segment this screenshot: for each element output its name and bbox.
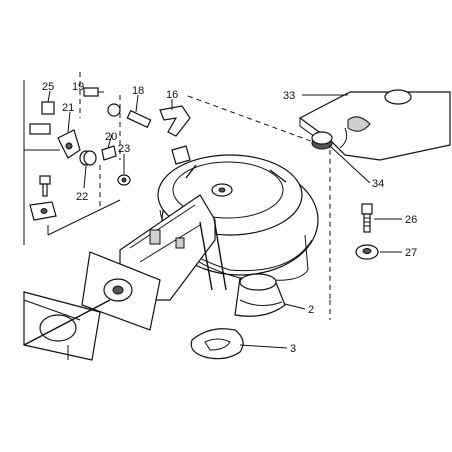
bolt-26	[361, 203, 373, 233]
callout-19: 19	[72, 81, 84, 93]
callout-27: 27	[405, 247, 417, 259]
callout-3: 3	[290, 343, 296, 355]
gasket-3	[190, 328, 244, 360]
pull-handle	[23, 291, 111, 361]
callout-2: 2	[308, 304, 314, 316]
grommet-34	[311, 131, 333, 150]
cover-panel-33	[298, 89, 451, 161]
assembly-guide-lines	[79, 72, 331, 320]
left-frame-lines	[23, 80, 121, 245]
handle-plate	[81, 251, 161, 331]
small-parts-cluster	[29, 87, 191, 221]
callout-34: 34	[372, 178, 384, 190]
callout-26: 26	[405, 214, 417, 226]
callout-25: 25	[42, 81, 54, 93]
callout-16: 16	[166, 89, 178, 101]
leader-lines	[47, 90, 402, 349]
callout-21: 21	[62, 102, 74, 114]
callout-18: 18	[132, 85, 144, 97]
pulley-cone-2	[234, 273, 286, 317]
callout-labels: 25 19 21 18 16 20 22 23 33 34 26 27 2 3	[42, 81, 417, 355]
callout-22: 22	[76, 191, 88, 203]
washer-27	[355, 244, 379, 260]
callout-23: 23	[118, 143, 130, 155]
callout-33: 33	[283, 90, 295, 102]
callout-20: 20	[105, 131, 117, 143]
